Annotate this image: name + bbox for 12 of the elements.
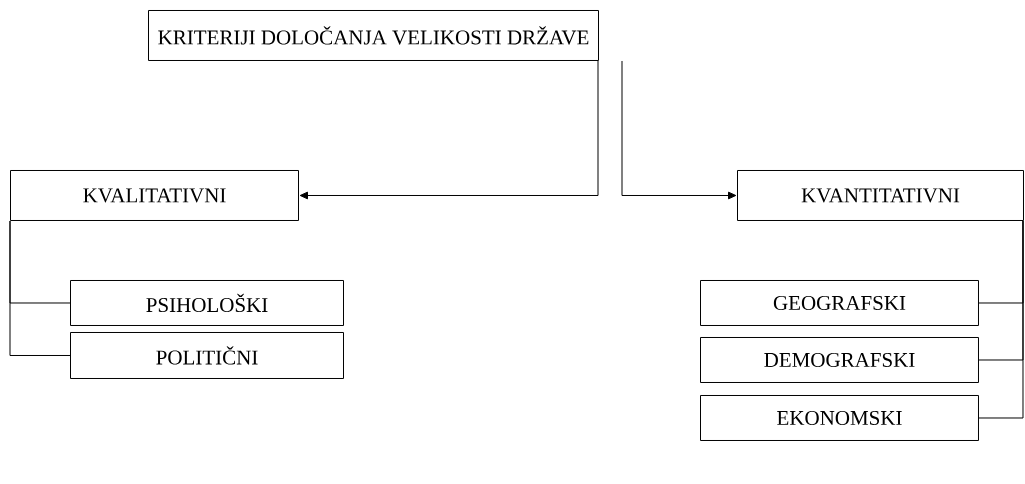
connector — [9, 220, 71, 356]
connector — [621, 60, 737, 200]
label-box: EKONOMSKI — [700, 395, 979, 441]
label-box: DEMOGRAFSKI — [700, 337, 979, 383]
connector — [978, 220, 1024, 419]
label-box: PSIHOLOŠKI — [70, 280, 344, 326]
label-box: KRITERIJI DOLOČANJA VELIKOSTI DRŽAVE — [148, 10, 599, 61]
label-box: GEOGRAFSKI — [700, 280, 979, 326]
label-box: KVALITATIVNI — [10, 170, 299, 221]
label-box: KVANTITATIVNI — [737, 170, 1024, 221]
connector — [299, 60, 599, 200]
label-box: POLITIČNI — [70, 332, 344, 379]
